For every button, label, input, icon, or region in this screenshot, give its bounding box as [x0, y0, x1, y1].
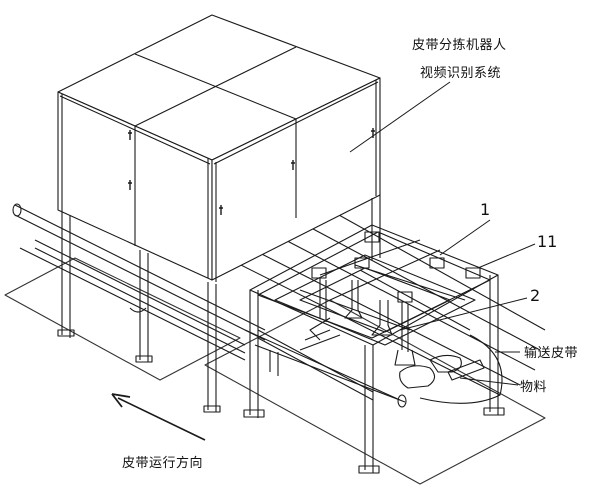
label-conveyor-belt: 输送皮带 — [524, 346, 579, 361]
belt-end-curve — [419, 334, 503, 404]
robot-arm-1 — [309, 278, 363, 341]
leader-lines — [349, 81, 536, 386]
label-sorting-robot: 皮带分拣机器人 — [412, 38, 507, 53]
cabinet-latches — [128, 128, 375, 215]
cabinet-seams — [59, 46, 379, 282]
vision-cabinet — [57, 14, 381, 281]
belt-direction-arrow — [111, 393, 206, 441]
floor-plate-right — [204, 299, 546, 485]
cabinet-legs — [57, 194, 381, 413]
label-belt-direction: 皮带运行方向 — [122, 456, 204, 471]
robot-gantry — [243, 222, 505, 474]
label-ref-1: 1 — [480, 200, 491, 219]
leader-1 — [439, 219, 491, 256]
label-ref-11: 11 — [537, 232, 558, 251]
leader-vision — [349, 81, 451, 153]
floor-plate-left — [4, 257, 241, 381]
leader-11 — [477, 243, 536, 269]
label-ref-2: 2 — [530, 286, 541, 305]
material-items — [299, 329, 485, 389]
leader-2 — [399, 297, 528, 331]
label-material: 物料 — [520, 380, 548, 395]
robot-arm-2 — [371, 300, 416, 366]
leader-material — [459, 377, 519, 386]
label-vision-system: 视频识别系统 — [420, 66, 502, 81]
